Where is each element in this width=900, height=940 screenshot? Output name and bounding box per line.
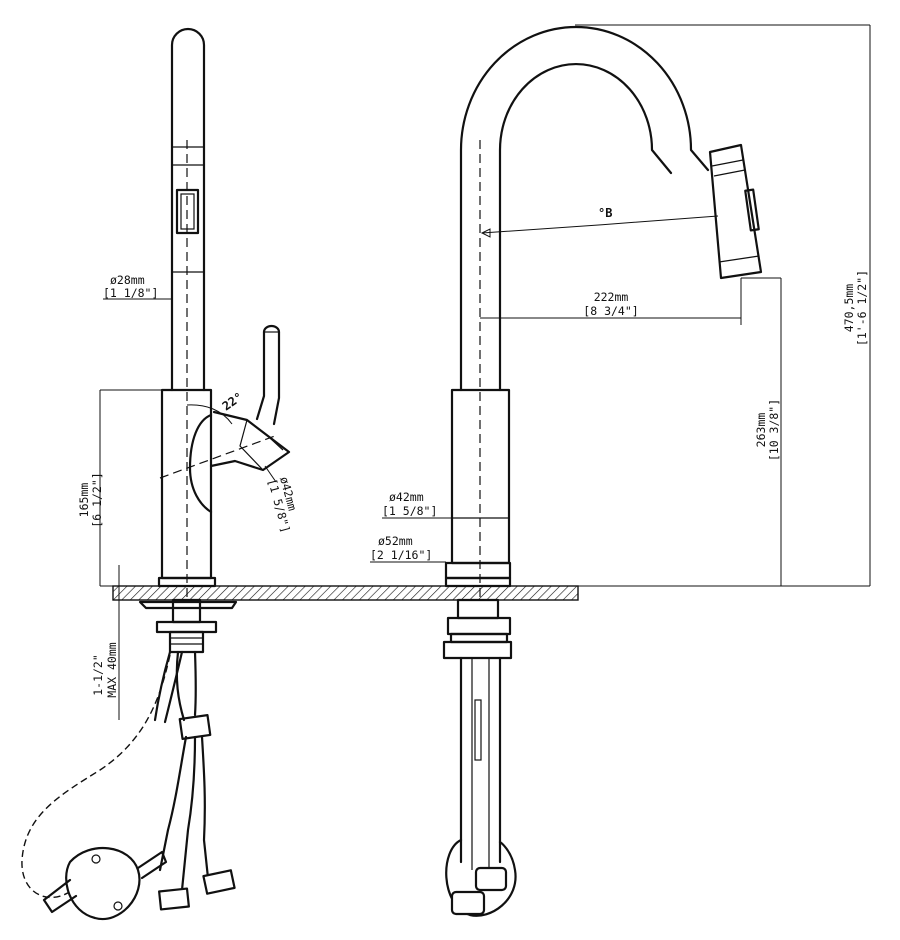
body-diameter-imperial: [1 5/8"]: [382, 504, 437, 518]
side-view: [21, 27, 291, 921]
clearance-imperial: [10 3/8"]: [767, 399, 781, 461]
handle-angle-label: 22°: [220, 390, 246, 414]
swivel-angle-label: °B: [598, 206, 612, 220]
countertop-section: [112, 585, 579, 601]
deck-thickness-imperial: 1-1/2": [91, 654, 105, 696]
base-diameter-imperial: [2 1/16"]: [370, 548, 432, 562]
front-view: [442, 25, 763, 917]
reach-imperial: [8 3/4"]: [583, 304, 638, 318]
overall-height-metric: 470,5mm: [842, 284, 856, 333]
spout-diameter-metric: ø28mm: [110, 273, 145, 287]
body-height-metric: 165mm: [77, 483, 91, 518]
reach-metric: 222mm: [594, 290, 629, 304]
deck-thickness-metric: MAX 40mm: [105, 642, 119, 697]
overall-height-imperial: [1'-6 1/2"]: [855, 270, 869, 346]
body-height-imperial: [6 1/2"]: [90, 472, 104, 527]
base-diameter-metric: ø52mm: [378, 534, 413, 548]
clearance-metric: 263mm: [754, 413, 768, 448]
body-diameter-metric: ø42mm: [389, 490, 424, 504]
dimension-lines: [99, 24, 871, 720]
spout-diameter-imperial: [1 1/8"]: [103, 286, 158, 300]
